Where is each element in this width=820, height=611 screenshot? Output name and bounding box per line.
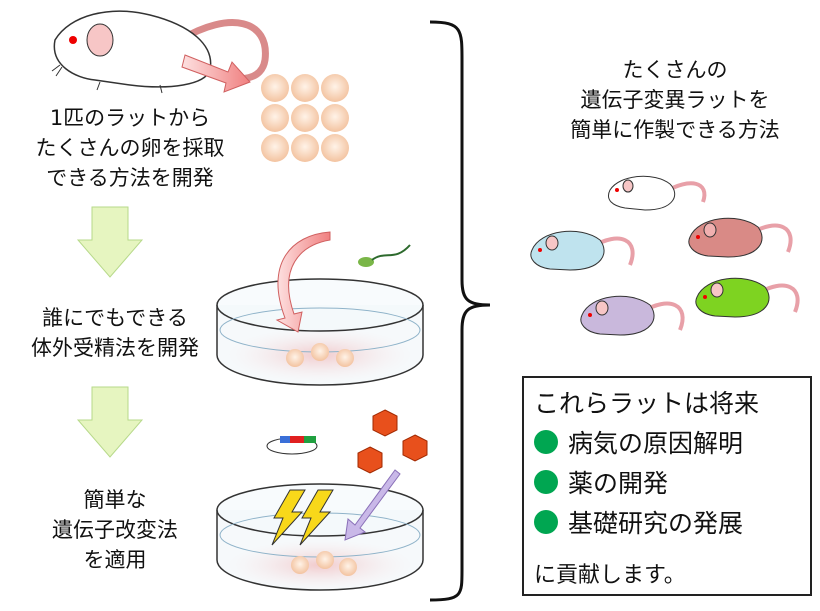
bullet-label: 薬の開発 (568, 469, 669, 498)
white-rat-icon (608, 175, 707, 211)
caption-line: を適用 (83, 548, 147, 572)
box-outro: に貢献します。 (534, 563, 686, 588)
caption-line: たくさんの卵を採取 (35, 136, 225, 160)
box-intro: これらラットは将来 (534, 389, 760, 418)
bullet-item: 薬の開発 (534, 464, 800, 504)
bullet-label: 病気の原因解明 (568, 429, 744, 458)
caption-line: 体外受精法を開発 (31, 336, 199, 360)
caption-line: 遺伝子改変法 (52, 518, 178, 542)
electroporation-icon (271, 489, 334, 546)
nanoparticle-icon (357, 409, 428, 474)
future-contributions-box: これらラットは将来 病気の原因解明 薬の開発 基礎研究の発展 に貢献します。 (522, 376, 812, 596)
red-rat-icon (688, 217, 793, 258)
bullet-item: 基礎研究の発展 (534, 504, 800, 544)
blue-rat-icon (530, 230, 635, 271)
step1-caption: 1匹のラットから たくさんの卵を採取 できる方法を開発 (20, 103, 240, 193)
step3-caption: 簡単な 遺伝子改変法 を適用 (10, 485, 220, 575)
bullet-item: 病気の原因解明 (534, 424, 800, 464)
bullet-label: 基礎研究の発展 (568, 509, 744, 538)
eggs-icon (261, 74, 349, 162)
green-bullet-icon (534, 510, 558, 534)
green-bullet-icon (534, 470, 558, 494)
petri-dish-icon (216, 278, 424, 386)
caption-line: 1匹のラットから (49, 106, 211, 130)
green-bullet-icon (534, 430, 558, 454)
caption-line: たくさんの (622, 58, 728, 82)
caption-line: 遺伝子変異ラットを (580, 88, 770, 112)
caption-line: 簡単に作製できる方法 (570, 118, 780, 142)
caption-line: できる方法を開発 (46, 166, 214, 190)
green-rat-icon (695, 277, 800, 318)
sperm-icon (358, 244, 411, 267)
down-arrow-icon (76, 206, 144, 278)
bracket-icon (429, 20, 491, 602)
summary-caption: たくさんの 遺伝子変異ラットを 簡単に作製できる方法 (560, 55, 790, 145)
inject-arrow-icon (344, 469, 401, 541)
purple-rat-icon (580, 295, 685, 336)
collect-arrow-icon (181, 54, 251, 93)
caption-line: 簡単な (83, 488, 147, 512)
curved-arrow-icon (275, 231, 331, 333)
caption-line: 誰にでもできる (42, 306, 188, 330)
plasmid-icon (266, 436, 318, 455)
rats-group (530, 175, 800, 336)
down-arrow-icon (76, 386, 144, 458)
step2-caption: 誰にでもできる 体外受精法を開発 (10, 303, 220, 363)
